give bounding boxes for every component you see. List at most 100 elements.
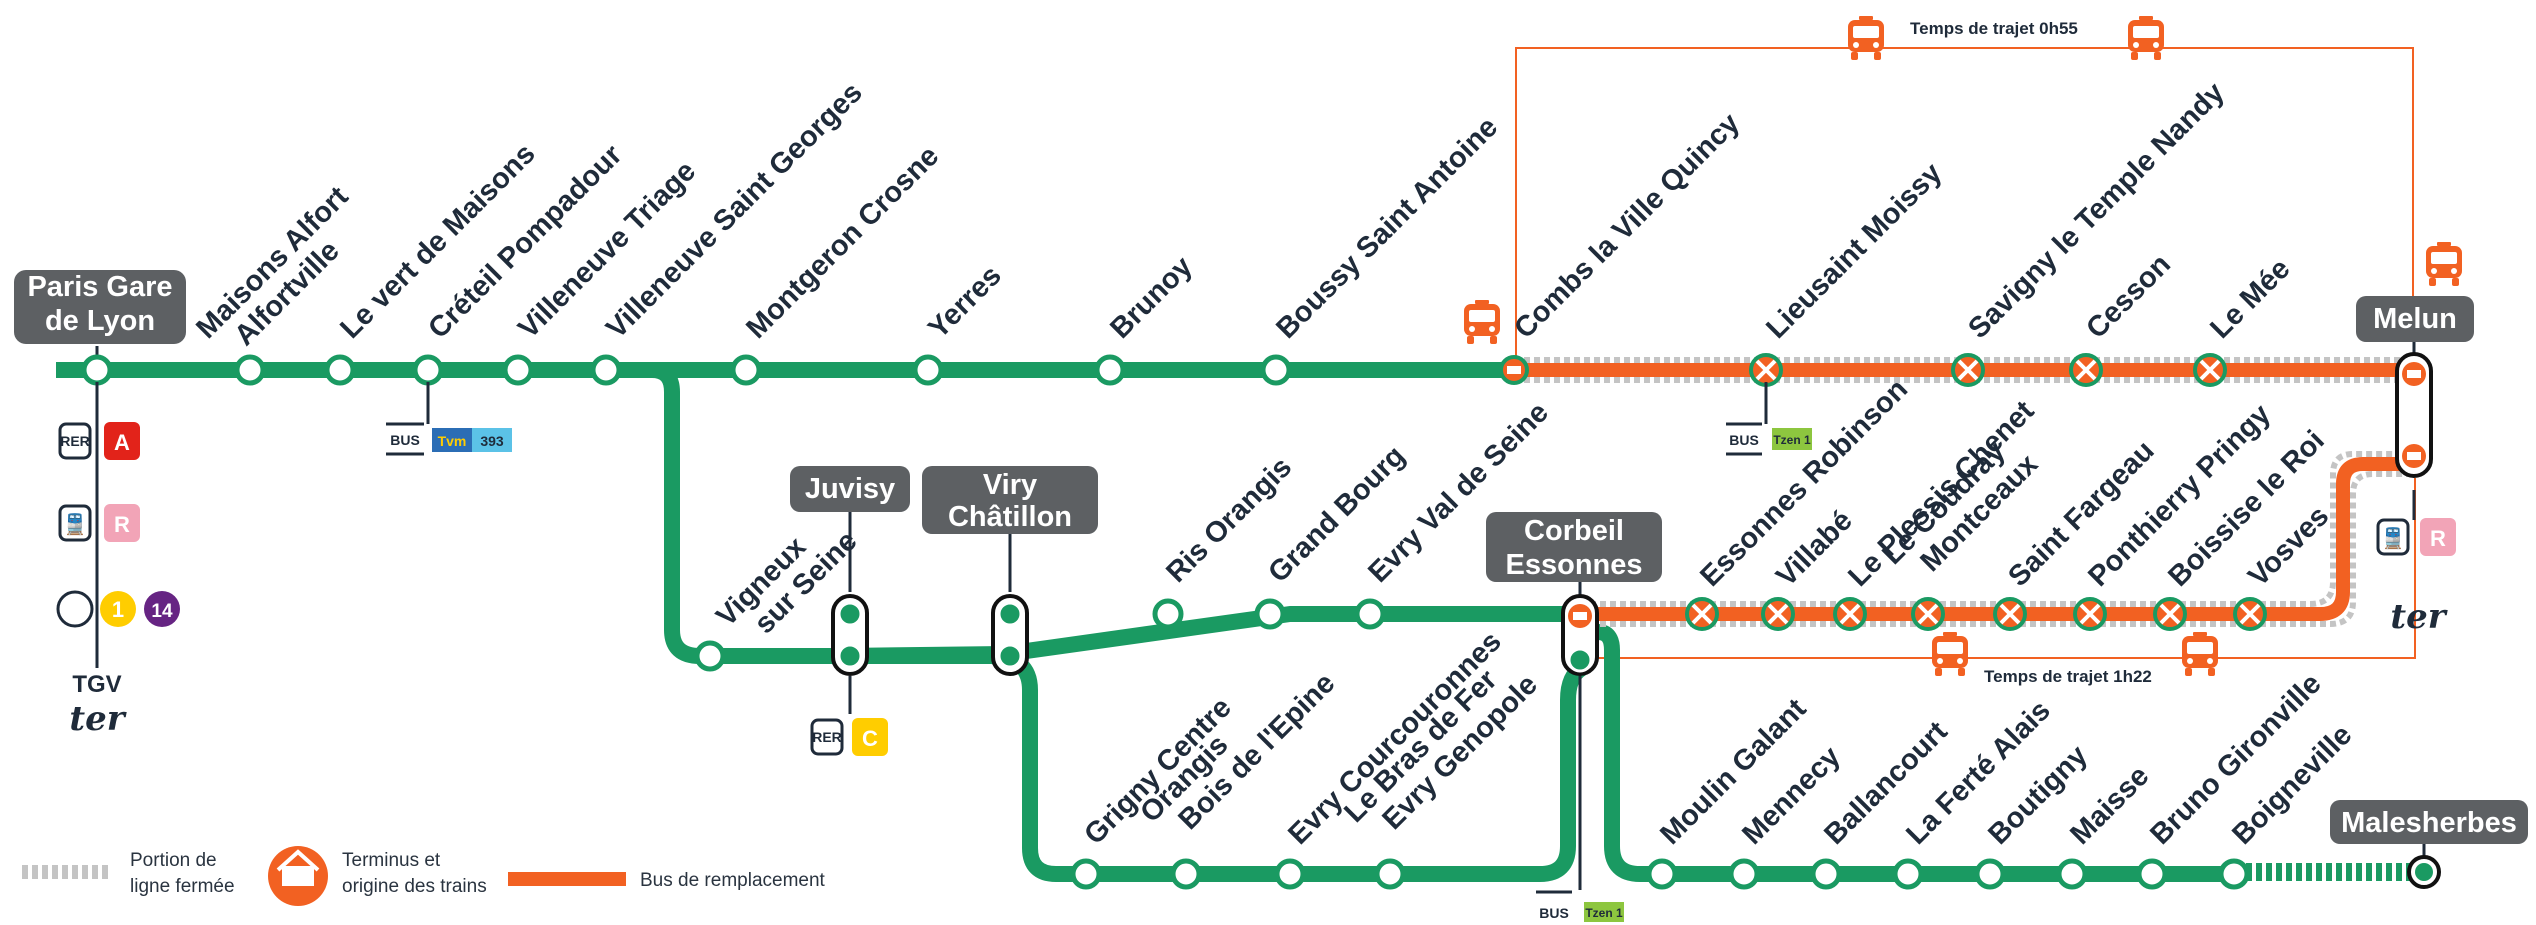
rer-a-badge [104,422,140,460]
rer-label: RER [60,433,90,449]
legend-terminus-line1: Terminus et [342,850,441,871]
rer-c-badge [852,718,888,756]
paris-connections: RER A 🚆 R M 1 14 TGV ter [56,382,180,739]
line-r-badge [2420,518,2456,556]
rer-logo [810,718,844,756]
bus-icon [1932,632,1968,676]
station-stop-yerres[interactable] [912,354,944,386]
station-box-corbeil-essonnes[interactable]: Corbeil Essonnes [1486,512,1662,596]
juvisy-rer-c-connection: RER C [810,676,888,756]
metro-1-label: 1 [112,597,124,622]
station-stop-grigny-centre[interactable] [1070,858,1102,890]
train-logo [58,504,92,542]
station-stop-ponthierry-pringy[interactable] [2073,597,2107,631]
legend-terminus-line2: origine des trains [342,876,487,897]
station-stop-boussy-saint-antoine[interactable] [1260,354,1292,386]
station-stop-saint-fargeau[interactable] [1993,597,2027,631]
bus-393-badge [472,428,512,452]
station-stop-le-vert-de-maisons[interactable] [324,354,356,386]
bus-icon [1464,300,1500,344]
station-stop-lieusaint-moissy[interactable] [1749,353,1783,387]
station-stop-evry-courcouronnes[interactable] [1274,858,1306,890]
station-label-lieusaint-moissy: Lieusaint Moissy [1760,157,1948,345]
station-label-brunoy: Brunoy [1104,251,1198,345]
station-stop-vigneux[interactable] [694,640,726,672]
tzen-label: Tzen 1 [1585,906,1623,920]
station-name: Paris Gare [27,271,172,303]
station-box-malesherbes[interactable]: Malesherbes [2330,800,2528,856]
station-stop-le-coudray[interactable] [1911,597,1945,631]
train-icon: 🚆 [63,512,88,536]
station-stop-mennecy[interactable] [1728,858,1760,890]
station-stop-villeneuve-saint-georges[interactable] [590,354,622,386]
station-stop-boigneville[interactable] [2218,858,2250,890]
metro-label: M [66,597,84,622]
station-stop-cesson[interactable] [2069,353,2103,387]
legend: Portion de ligne fermée Terminus et orig… [22,846,826,906]
corbeil-bus-connection: BUS Tzen 1 [1536,676,1624,922]
line-r-label: R [2430,526,2446,551]
station-name: Melun [2373,303,2457,335]
station-label-cesson: Cesson [2080,248,2177,345]
rer-a-label: A [114,430,130,455]
station-stop-maisons-alfort[interactable] [234,354,266,386]
station-stop-orangis[interactable] [1170,858,1202,890]
station-stop-evry-val-de-seine[interactable] [1354,598,1386,630]
station-box-viry-chatillon[interactable]: Viry Châtillon [922,466,1098,592]
station-stop-villabe[interactable] [1761,597,1795,631]
interchange-stops [837,601,1593,673]
station-box-melun[interactable]: Melun [2356,296,2474,354]
station-label-moulin-galant: Moulin Galant [1654,693,1812,851]
station-name: Châtillon [948,501,1072,533]
station-stop-ballancourt[interactable] [1810,858,1842,890]
rer-c-label: C [862,726,878,751]
station-stop-boutigny[interactable] [1974,858,2006,890]
creteil-bus-connection: BUS Tvm 393 [386,382,512,456]
station-stop-la-ferte-alais[interactable] [1892,858,1924,890]
station-box-juvisy[interactable]: Juvisy [790,466,910,592]
station-stop-grand-bourg[interactable] [1254,598,1286,630]
metro-14-label: 14 [151,601,173,622]
tzen-label: Tzen 1 [1773,433,1811,447]
station-box-paris-gare-de-lyon[interactable]: Paris Gare de Lyon [14,270,186,362]
station-stop-savigny-le-temple-nandy[interactable] [1951,353,1985,387]
station-stop-le-plessis-chenet[interactable] [1833,597,1867,631]
station-stop-moulin-galant[interactable] [1646,858,1678,890]
station-name: Viry [983,469,1037,501]
station-stop-ris-orangis[interactable] [1152,598,1184,630]
ter-logo: ter [2390,597,2447,637]
station-stop-villeneuve-triage[interactable] [502,354,534,386]
station-stop-le-bras-de-fer[interactable] [1374,858,1406,890]
terminus-marks [1507,366,2421,620]
station-stop-le-mee[interactable] [2193,353,2227,387]
station-stop-brunoy[interactable] [1094,354,1126,386]
station-stop-malesherbes[interactable] [2407,855,2441,889]
bus-icon [2182,632,2218,676]
legend-closed-line2: ligne fermée [130,876,235,897]
station-label-maisons-alfort: Maisons AlfortAlfortville [190,180,377,367]
station-stop-maisse[interactable] [2056,858,2088,890]
station-label-le-mee: Le Mée [2204,253,2296,345]
station-stop-paris-gare-de-lyon[interactable] [81,354,113,386]
station-name: Malesherbes [2341,807,2517,839]
bus-icon [1848,16,1884,60]
legend-bus-label: Bus de remplacement [640,870,826,891]
bus-icon [2128,16,2164,60]
legend-closed-line1: Portion de [130,850,217,871]
major-station-boxes: Paris Gare de Lyon Juvisy Viry Châtillon… [14,270,2528,856]
station-stop-vosves[interactable] [2233,597,2267,631]
station-stop-essonnes-robinson[interactable] [1685,597,1719,631]
station-stop-montgeron-crosne[interactable] [730,354,762,386]
melun-capsule [2395,352,2433,478]
bus-label: BUS [1539,905,1569,921]
station-label-savigny-le-temple-nandy: Savigny le Temple Nandy [1962,77,2230,345]
station-name: Corbeil [1524,515,1624,547]
station-stop-boissise-le-roi[interactable] [2153,597,2187,631]
bus-label: BUS [1729,432,1759,448]
train-logo [2376,518,2410,556]
rer-label: RER [812,729,842,745]
line-r-label: R [114,512,130,537]
station-stop-creteil-pompadour[interactable] [412,354,444,386]
station-stop-bruno-gironville[interactable] [2136,858,2168,890]
